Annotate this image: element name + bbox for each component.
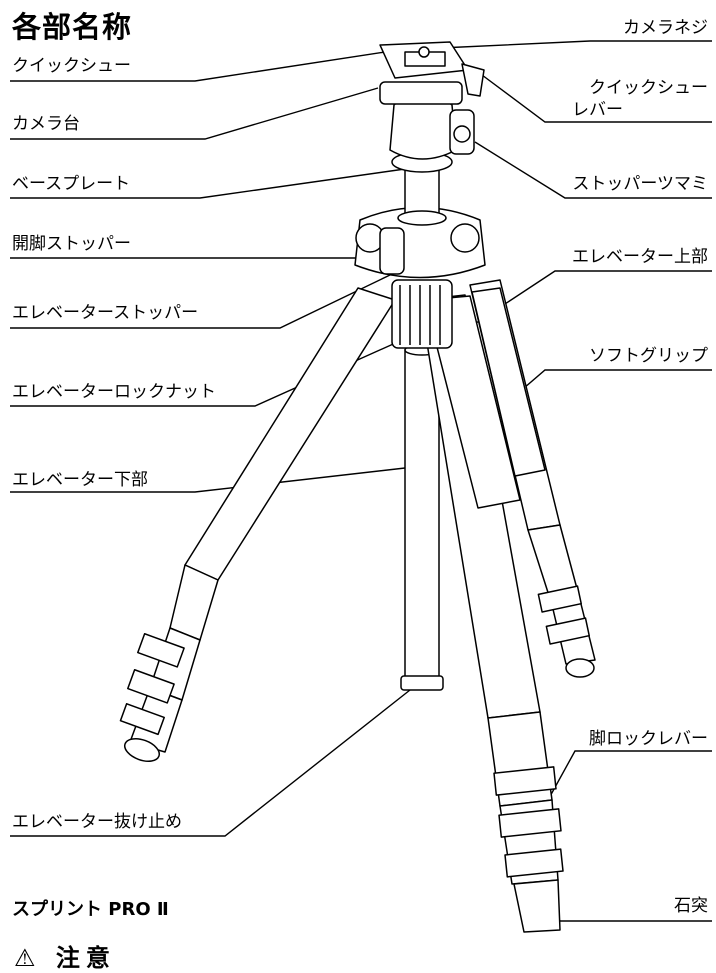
page-title: 各部名称 xyxy=(12,10,133,44)
label-camera-screw: カメラネジ xyxy=(623,18,708,38)
label-stopper-knob: ストッパーツマミ xyxy=(572,174,708,194)
label-camera-stand: カメラ台 xyxy=(12,114,80,134)
tripod-parts-diagram: 各部名称 クイックシュー カメラ台 ベースプレート 開脚ストッパー エレベーター… xyxy=(10,10,712,972)
label-base-plate: ベースプレート xyxy=(12,174,131,194)
label-soft-grip: ソフトグリップ xyxy=(589,346,708,366)
elevator-lower-column xyxy=(400,344,444,691)
camera-stand-shape xyxy=(379,81,463,105)
tripod-illustration xyxy=(10,40,712,933)
label-leg-angle-stopper: 開脚ストッパー xyxy=(12,234,131,254)
label-quick-shoe-lever-line1: クイックシュー xyxy=(589,78,708,98)
label-elevator-lower: エレベーター下部 xyxy=(12,470,148,490)
leader-lines-left xyxy=(10,51,421,837)
elevator-lock-nut xyxy=(391,279,453,349)
label-leg-lock-lever: 脚ロックレバー xyxy=(589,729,708,749)
label-elevator-lock-nut: エレベーターロックナット xyxy=(12,382,216,402)
label-elevator-upper: エレベーター上部 xyxy=(572,247,708,267)
label-elevator-stopper: エレベーターストッパー xyxy=(12,303,199,323)
model-name: スプリント PRO Ⅱ xyxy=(12,899,169,920)
label-quick-shoe-lever-line2: レバー xyxy=(572,100,623,120)
upper-column xyxy=(397,167,447,226)
quick-shoe-shape xyxy=(379,41,469,79)
label-quick-shoe: クイックシュー xyxy=(12,56,131,76)
leg-hub xyxy=(354,206,486,279)
label-elevator-stop: エレベーター抜け止め xyxy=(12,812,182,832)
left-leg xyxy=(119,287,396,762)
label-foot-tip: 石突 xyxy=(674,896,708,916)
quick-shoe-lever-shape xyxy=(461,63,485,97)
ball-head xyxy=(389,91,475,160)
